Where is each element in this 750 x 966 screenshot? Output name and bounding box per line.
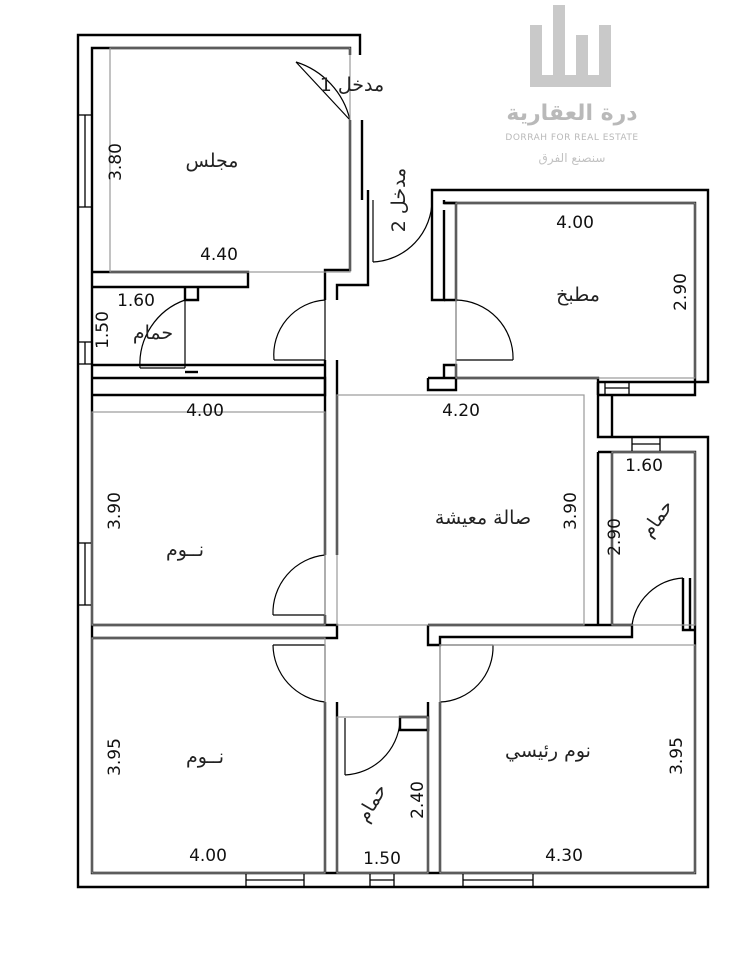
logo-tagline: سنصنع الفرق (539, 151, 606, 166)
room-label-living: صالة معيشة (435, 507, 531, 529)
dimension-labels: 3.80 4.40 4.00 2.90 1.60 1.50 4.00 3.90 … (93, 143, 691, 869)
window-bath-top (77, 341, 93, 365)
dim-majlis-height: 3.80 (106, 143, 126, 181)
window-kitchen (604, 381, 630, 396)
dim-majlis-width: 4.40 (200, 245, 238, 265)
room-label-bedroom1: نــوم (166, 539, 204, 561)
logo-name-ar: درة العقارية (506, 101, 637, 126)
dim-master-width: 4.30 (545, 846, 583, 866)
door-bedroom2 (272, 644, 326, 703)
window-bedroom2-bottom (245, 872, 305, 888)
dim-bath-right-width: 1.60 (625, 456, 663, 476)
room-labels: مدخل 1 مجلس مدخل 2 مطبخ حمام صالة معيشة … (133, 74, 678, 826)
logo-name-en: DORRAH FOR REAL ESTATE (505, 133, 638, 143)
room-label-bath-top: حمام (133, 322, 173, 344)
room-label-bedroom2: نــوم (186, 746, 224, 768)
dim-bedroom1-width: 4.00 (186, 401, 224, 421)
door-bedroom1 (272, 554, 326, 616)
watermark-logo: درة العقارية DORRAH FOR REAL ESTATE سنصن… (505, 5, 638, 166)
room-label-kitchen: مطبخ (556, 284, 600, 306)
dim-master-height: 3.95 (667, 737, 687, 775)
dim-living-width: 4.20 (442, 401, 480, 421)
logo-mark-icon (530, 5, 611, 87)
dim-kitchen-height: 2.90 (671, 273, 691, 311)
room-label-entrance2: مدخل 2 (388, 168, 410, 232)
window-majlis-left (77, 114, 93, 208)
door-entrance2 (372, 199, 433, 263)
dim-bath-right-height: 2.90 (605, 518, 625, 556)
door-entrance1 (295, 61, 351, 121)
window-bath-bottom (369, 872, 395, 888)
door-kitchen (455, 299, 514, 361)
door-master (439, 644, 494, 703)
dim-bath-bottom-width: 1.50 (363, 849, 401, 869)
room-label-entrance1: مدخل 1 (320, 74, 384, 96)
dim-bedroom2-height: 3.95 (105, 738, 125, 776)
window-bedroom1 (77, 542, 93, 606)
dimension-guides (91, 47, 696, 874)
dim-bath-top-width: 1.60 (117, 291, 155, 311)
dim-bath-top-height: 1.50 (93, 311, 113, 349)
door-corridor-left-top (273, 299, 326, 361)
window-bath-right (631, 436, 661, 453)
door-bath-top (139, 299, 186, 369)
dim-kitchen-width: 4.00 (556, 213, 594, 233)
window-master-bottom (462, 872, 534, 888)
dim-bedroom2-width: 4.00 (189, 846, 227, 866)
dim-living-height: 3.90 (561, 492, 581, 530)
room-label-master: نوم رئيسي (505, 740, 591, 762)
outer-walls (76, 33, 710, 889)
room-label-bath-bottom: حمام (352, 780, 391, 826)
room-label-majlis: مجلس (186, 150, 239, 172)
dim-bedroom1-height: 3.90 (105, 492, 125, 530)
door-bath-bottom (344, 718, 401, 776)
dim-bath-bottom-height: 2.40 (408, 781, 428, 819)
door-bath-right (631, 577, 684, 628)
room-label-bath-right: حمام (637, 496, 678, 542)
